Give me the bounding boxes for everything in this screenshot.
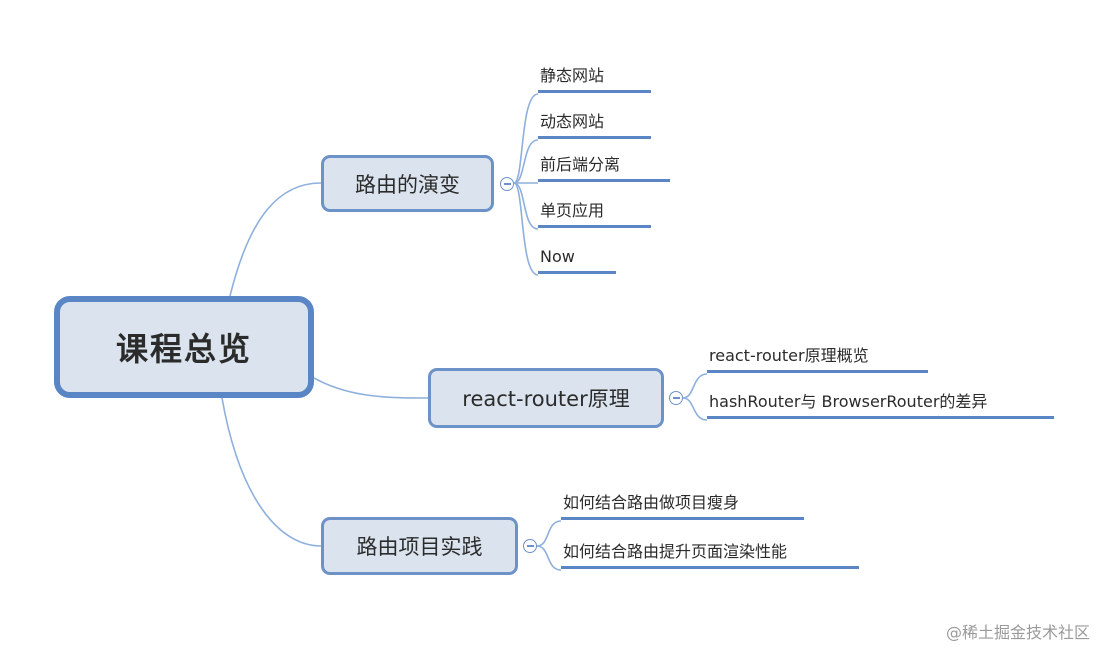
branch-label: 路由的演变 xyxy=(355,172,460,197)
connector-root-branch-3 xyxy=(221,397,322,547)
leaf-node[interactable]: Now xyxy=(538,247,616,274)
connector-b3-leaf-1 xyxy=(536,520,562,547)
leaf-node[interactable]: 如何结合路由做项目瘦身 xyxy=(561,493,804,520)
leaf-node[interactable]: 动态网站 xyxy=(538,112,651,139)
branch-node-react-router-principle[interactable]: react-router原理 xyxy=(428,368,664,428)
leaf-label: 如何结合路由提升页面渲染性能 xyxy=(563,542,788,561)
leaf-node[interactable]: 单页应用 xyxy=(538,201,651,228)
connector-b2-leaf-1 xyxy=(682,373,708,399)
connector-b1-leaf-1 xyxy=(513,93,539,184)
leaf-node[interactable]: 如何结合路由提升页面渲染性能 xyxy=(561,542,859,569)
leaf-node[interactable]: 前后端分离 xyxy=(538,155,670,182)
collapse-toggle-icon[interactable] xyxy=(500,177,514,191)
leaf-label: 前后端分离 xyxy=(540,155,621,174)
leaf-node[interactable]: react-router原理概览 xyxy=(707,346,928,373)
leaf-label: 静态网站 xyxy=(540,66,605,85)
leaf-label: hashRouter与 BrowserRouter的差异 xyxy=(709,392,988,411)
connector-b1-leaf-2 xyxy=(513,139,539,184)
branch-label: react-router原理 xyxy=(462,387,630,411)
root-node[interactable]: 课程总览 xyxy=(54,296,314,398)
leaf-label: react-router原理概览 xyxy=(709,346,869,365)
leaf-label: 单页应用 xyxy=(540,201,605,220)
leaf-label: 动态网站 xyxy=(540,112,605,131)
connector-b3-leaf-2 xyxy=(536,545,562,571)
connector-b1-leaf-4 xyxy=(513,182,539,230)
leaf-label: Now xyxy=(540,247,575,266)
connector-b2-leaf-2 xyxy=(682,397,708,421)
branch-node-route-evolution[interactable]: 路由的演变 xyxy=(321,155,494,212)
branch-label: 路由项目实践 xyxy=(356,535,483,559)
collapse-toggle-icon[interactable] xyxy=(669,391,683,405)
root-label: 课程总览 xyxy=(115,330,252,368)
collapse-toggle-icon[interactable] xyxy=(523,539,537,553)
leaf-label: 如何结合路由做项目瘦身 xyxy=(563,493,740,512)
leaf-node[interactable]: hashRouter与 BrowserRouter的差异 xyxy=(707,392,1054,419)
connector-b1-leaf-5 xyxy=(513,182,539,276)
watermark: @稀土掘金技术社区 xyxy=(945,623,1090,642)
connector-root-branch-1 xyxy=(229,182,322,297)
branch-node-route-project-practice[interactable]: 路由项目实践 xyxy=(321,517,518,575)
connector-root-branch-2 xyxy=(313,377,429,399)
leaf-node[interactable]: 静态网站 xyxy=(538,66,651,93)
